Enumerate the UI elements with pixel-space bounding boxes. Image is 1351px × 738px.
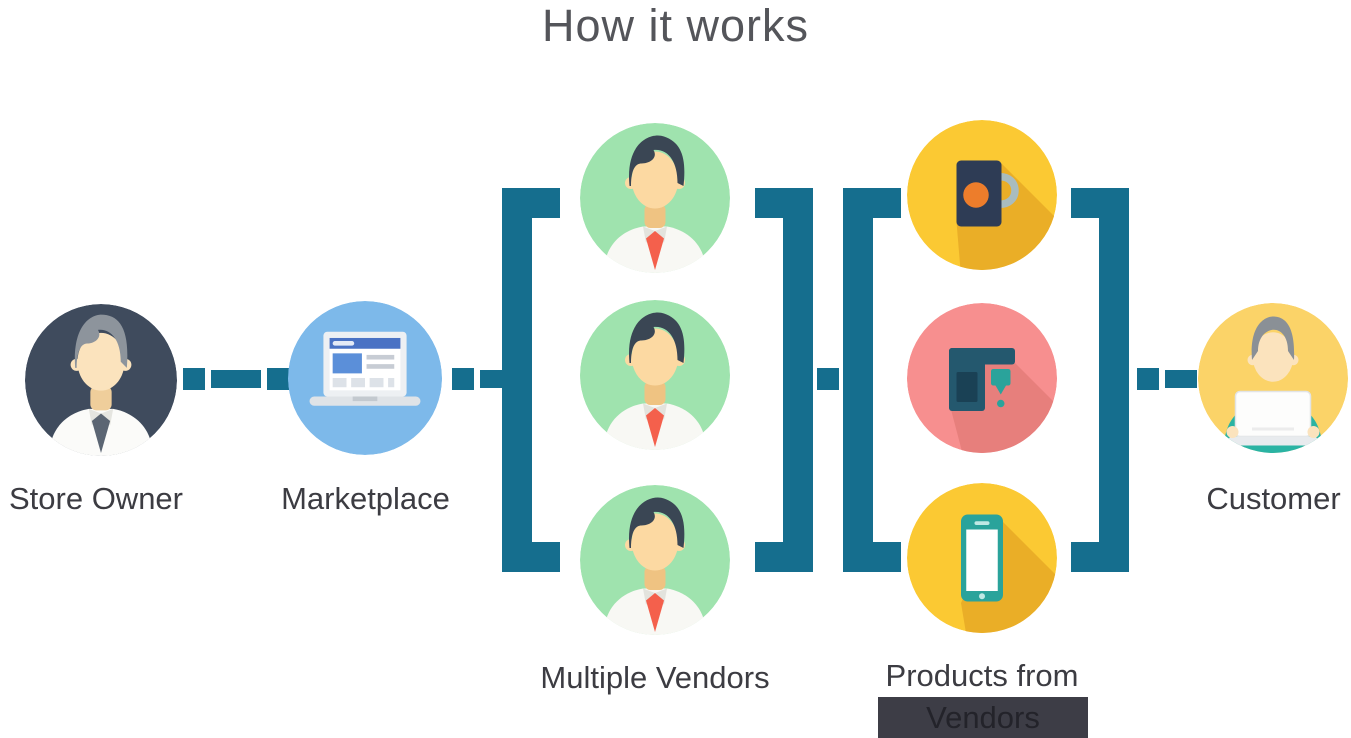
smartphone-icon [907,483,1057,633]
connector-bar [480,370,502,388]
vendor-avatar-icon [580,485,730,635]
marketplace-node [288,301,442,455]
connector-bar [211,370,261,388]
product-node-phone [907,483,1057,633]
vendor-node-1 [580,123,730,273]
page-title: How it works [541,0,810,51]
products-bracket-left [843,188,901,572]
connector-square [817,368,839,390]
products-label-line1: Products from [885,658,1079,693]
marketplace-label: Marketplace [281,481,450,516]
connector-square [1137,368,1159,390]
connector-square [183,368,205,390]
store-owner-avatar-icon [25,304,177,456]
products-bracket-right [1071,188,1129,572]
connector-square [267,368,289,390]
connector-square [452,368,474,390]
multiple-vendors-label: Multiple Vendors [540,660,770,695]
vendor-avatar-icon [580,300,730,450]
customer-node [1198,303,1348,453]
printer-icon [907,303,1057,453]
vendor-node-2 [580,300,730,450]
store-owner-node [25,304,177,456]
vendors-bracket-left [502,188,560,572]
product-node-mug [907,120,1057,270]
vendor-avatar-icon [580,123,730,273]
customer-label: Customer [1206,481,1341,516]
store-owner-label: Store Owner [8,481,183,516]
vendor-node-3 [580,485,730,635]
marketplace-laptop-icon [288,301,442,455]
customer-laptop-icon [1198,303,1348,453]
product-node-printer [907,303,1057,453]
connector-bar [1165,370,1197,388]
coffee-mug-icon [907,120,1057,270]
products-label-line2: Vendors [878,697,1088,738]
vendors-bracket-right [755,188,813,572]
